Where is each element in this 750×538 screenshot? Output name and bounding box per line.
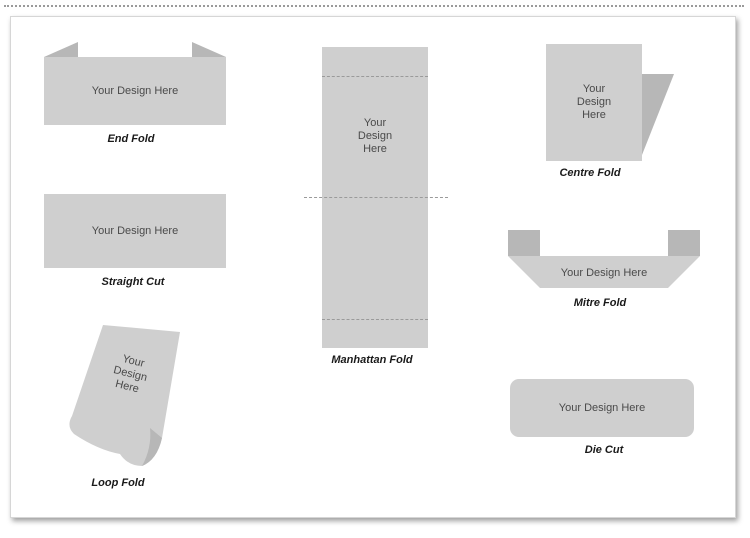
centre-line-2: Design (576, 96, 612, 108)
manhattan-fold-label: Manhattan Fold (331, 354, 413, 366)
end-fold-label: End Fold (107, 133, 155, 145)
manhattan-line-2: Design (357, 130, 393, 142)
end-fold-text: Your Design Here (91, 84, 179, 97)
straight-cut-label: Straight Cut (101, 276, 165, 288)
straight-cut-panel: Your Design Here (44, 194, 226, 268)
die-cut-panel: Your Design Here (510, 379, 694, 437)
centre-fold-panel: Your Design Here (546, 44, 642, 161)
straight-cut-text: Your Design Here (91, 224, 179, 237)
manhattan-fold-line-bottom (322, 319, 428, 320)
centre-line-1: Your (582, 83, 606, 95)
manhattan-line-1: Your (363, 117, 387, 129)
end-fold-tabs (44, 42, 226, 57)
mitre-fold-shape: Your Design Here (508, 230, 700, 288)
loop-fold-line-3: Here (114, 378, 140, 395)
loop-fold-line-1: Your (121, 353, 146, 370)
dotted-top-border (4, 5, 744, 7)
die-cut-text: Your Design Here (558, 401, 646, 414)
end-fold-panel: Your Design Here (44, 57, 226, 125)
loop-fold-label: Loop Fold (91, 477, 145, 489)
manhattan-fold-line-middle (304, 197, 448, 198)
manhattan-fold-line-top (322, 76, 428, 77)
mitre-fold-label: Mitre Fold (573, 297, 627, 309)
centre-fold-flap (640, 74, 674, 160)
manhattan-fold-text: Your Design Here (358, 117, 392, 156)
centre-fold-label: Centre Fold (559, 167, 621, 179)
die-cut-label: Die Cut (584, 444, 624, 456)
centre-line-3: Here (582, 109, 606, 121)
centre-fold-text: Your Design Here (577, 83, 611, 122)
mitre-fold-text: Your Design Here (561, 267, 647, 279)
manhattan-line-3: Here (363, 143, 387, 155)
loop-fold-shape: Your Design Here (69, 325, 180, 466)
